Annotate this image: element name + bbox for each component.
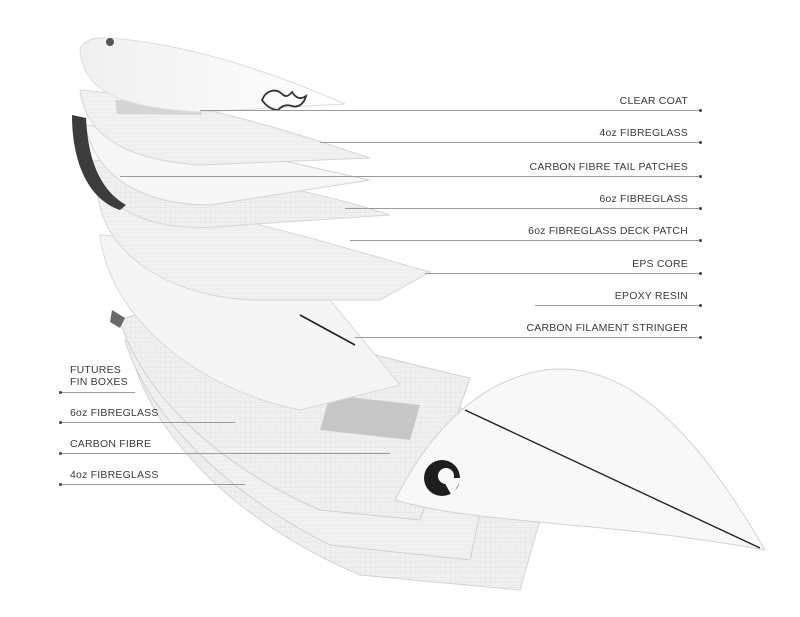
label-6oz-fibreglass-bottom: 6oz FIBREGLASS <box>70 407 159 419</box>
leader-dot <box>59 391 62 394</box>
leader-dot <box>699 109 702 112</box>
label-futures-line1: FUTURES <box>70 364 128 376</box>
leader-dot <box>699 141 702 144</box>
leader-dot <box>699 304 702 307</box>
leader-dot <box>59 483 62 486</box>
leader-carbon-fibre-tail-patches <box>120 176 700 177</box>
leader-4oz-fibreglass-bottom <box>60 484 245 485</box>
leader-carbon-filament-stringer <box>355 337 700 338</box>
leader-dot <box>699 175 702 178</box>
leader-futures-fin-boxes <box>60 392 135 393</box>
label-futures-line2: FIN BOXES <box>70 376 128 388</box>
leader-carbon-fibre-bottom <box>60 453 390 454</box>
leader-deck-patch <box>350 240 700 241</box>
label-6oz-fibreglass-top: 6oz FIBREGLASS <box>599 193 688 205</box>
label-eps-core: EPS CORE <box>632 258 688 270</box>
leader-eps-core <box>425 273 700 274</box>
label-carbon-fibre-bottom: CARBON FIBRE <box>70 438 151 450</box>
leader-dot <box>699 336 702 339</box>
leader-6oz-fibreglass-bottom <box>60 422 235 423</box>
leader-6oz-fibreglass-top <box>345 208 700 209</box>
label-carbon-fibre-tail-patches: CARBON FIBRE TAIL PATCHES <box>530 161 688 173</box>
label-deck-patch: 6oz FIBREGLASS DECK PATCH <box>528 225 688 237</box>
label-4oz-fibreglass-top: 4oz FIBREGLASS <box>599 127 688 139</box>
label-clear-coat: CLEAR COAT <box>620 95 688 107</box>
leader-dot <box>699 272 702 275</box>
label-futures-fin-boxes: FUTURES FIN BOXES <box>70 364 128 388</box>
leader-dot <box>699 239 702 242</box>
fin-plug-icon <box>106 38 114 46</box>
leader-epoxy-resin <box>535 305 700 306</box>
leader-dot <box>59 452 62 455</box>
leader-dot <box>699 207 702 210</box>
label-4oz-fibreglass-bottom: 4oz FIBREGLASS <box>70 469 159 481</box>
leader-clear-coat <box>200 110 700 111</box>
leader-dot <box>59 421 62 424</box>
leader-4oz-fibreglass-top <box>320 142 700 143</box>
label-epoxy-resin: EPOXY RESIN <box>615 290 688 302</box>
label-carbon-filament-stringer: CARBON FILAMENT STRINGER <box>526 322 688 334</box>
